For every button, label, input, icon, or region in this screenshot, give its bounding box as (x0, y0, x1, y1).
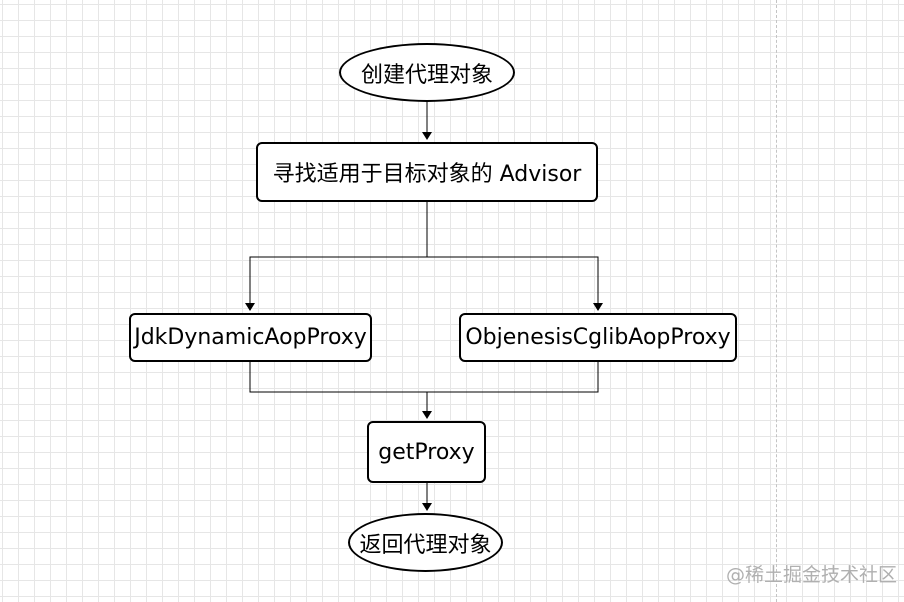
page-boundary-line (776, 0, 777, 602)
find-advisor-node[interactable]: 寻找适用于目标对象的 Advisor (256, 142, 598, 202)
jdk-dynamic-aop-proxy-node[interactable]: JdkDynamicAopProxy (129, 313, 372, 362)
end-node[interactable]: 返回代理对象 (348, 513, 503, 572)
objenesis-cglib-aop-proxy-node[interactable]: ObjenesisCglibAopProxy (459, 313, 737, 362)
edge-find-advisor-to-cglib-proxy (427, 256, 603, 311)
edge-find-advisor-to-jdk-proxy (245, 202, 428, 311)
watermark-text: @稀土掘金技术社区 (726, 564, 898, 586)
edge-jdk-proxy-to-get-proxy (249, 362, 432, 419)
get-proxy-node[interactable]: getProxy (367, 421, 486, 483)
edge-cglib-proxy-to-get-proxy (427, 362, 599, 393)
start-node[interactable]: 创建代理对象 (339, 43, 515, 102)
